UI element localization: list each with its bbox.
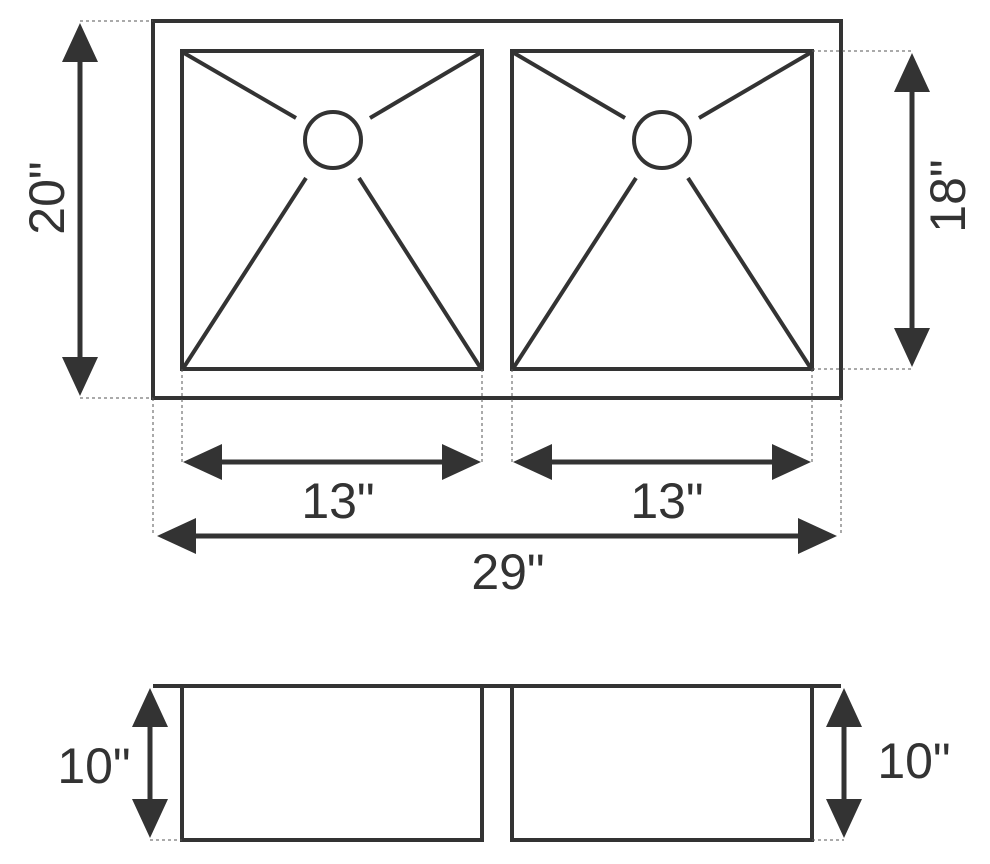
- left-bowl-outline: [180, 49, 484, 371]
- overall-depth-dimension: 20": [19, 23, 98, 396]
- left-bowl-crease-tl: [182, 51, 298, 120]
- right-bowl-height-label: 10": [877, 733, 950, 789]
- right-bowl-height-dimension: 10": [826, 688, 951, 838]
- overall-depth-label: 20": [19, 161, 75, 234]
- right-bowl: [510, 49, 814, 371]
- left-bowl-crease-bl: [182, 176, 308, 369]
- arrow-down-icon: [826, 799, 862, 838]
- arrow-down-icon: [894, 328, 930, 367]
- front-left-bowl: [180, 684, 484, 842]
- arrow-up-icon: [62, 23, 98, 62]
- left-bowl: [180, 49, 484, 371]
- left-bowl-crease-br: [357, 176, 482, 369]
- left-bowl-width-dimension: 13": [183, 444, 481, 529]
- left-bowl-height-label: 10": [57, 738, 130, 794]
- bowl-depth-dimension: 18": [894, 53, 976, 367]
- right-bowl-width-dimension: 13": [513, 444, 811, 529]
- arrow-up-icon: [894, 53, 930, 92]
- sink-outer-rim: [151, 19, 843, 400]
- left-bowl-crease-tr: [368, 51, 482, 120]
- overall-width-dimension: 29": [157, 518, 837, 600]
- arrow-up-icon: [132, 688, 168, 727]
- arrow-left-icon: [183, 444, 222, 480]
- overall-width-label: 29": [471, 544, 544, 600]
- arrow-right-icon: [442, 444, 481, 480]
- right-bowl-crease-br: [686, 176, 812, 369]
- left-bowl-height-dimension: 10": [57, 688, 168, 838]
- arrow-right-icon: [772, 444, 811, 480]
- right-bowl-width-label: 13": [630, 473, 703, 529]
- arrow-up-icon: [826, 688, 862, 727]
- bowl-depth-label: 18": [920, 159, 976, 232]
- left-bowl-width-label: 13": [301, 473, 374, 529]
- arrow-right-icon: [798, 518, 837, 554]
- front-view: 10" 10": [57, 684, 951, 842]
- right-bowl-crease-tl: [512, 51, 627, 120]
- extension-lines: [80, 20, 912, 536]
- right-bowl-outline: [510, 49, 814, 371]
- right-drain-icon: [632, 110, 692, 170]
- arrow-left-icon: [513, 444, 552, 480]
- arrow-down-icon: [132, 799, 168, 838]
- front-right-bowl: [510, 684, 814, 842]
- arrow-left-icon: [157, 518, 196, 554]
- arrow-down-icon: [62, 357, 98, 396]
- top-view: 20" 18" 13" 13" 29": [19, 19, 976, 600]
- right-bowl-crease-tr: [697, 51, 812, 120]
- left-drain-icon: [303, 110, 363, 170]
- right-bowl-crease-bl: [512, 176, 638, 369]
